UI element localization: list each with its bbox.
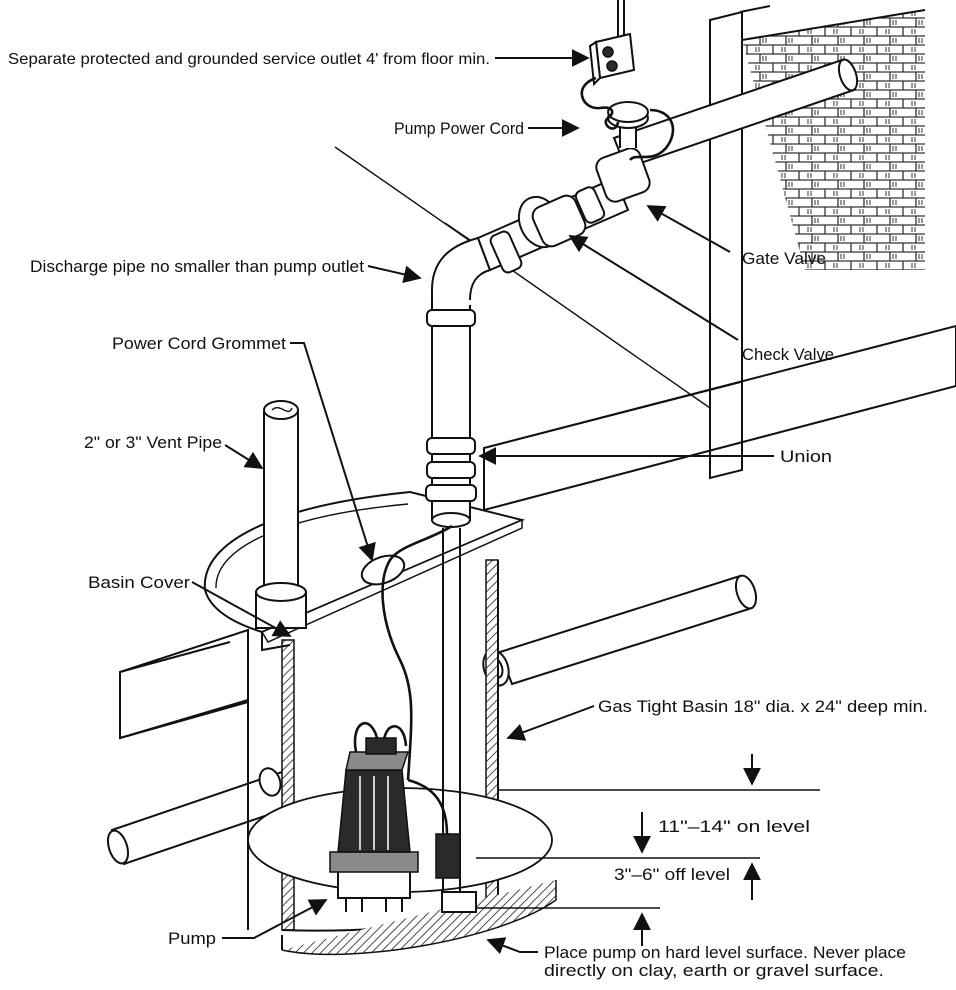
gate-valve-label: Gate Valve <box>742 249 826 268</box>
surface-note-line-2: directly on clay, earth or gravel surfac… <box>544 961 884 980</box>
gas-tight-basin-label: Gas Tight Basin 18" dia. x 24" deep min. <box>598 697 928 716</box>
gate-valve <box>595 101 651 203</box>
union-label: Union <box>780 447 832 466</box>
pump-label: Pump <box>168 929 216 948</box>
vent-pipe <box>255 400 307 629</box>
labels: Separate protected and grounded service … <box>8 51 928 980</box>
basin-cover <box>203 490 526 652</box>
level-markers <box>476 754 820 946</box>
surface-note-line-1: Place pump on hard level surface. Never … <box>544 943 906 962</box>
check-valve-label: Check Valve <box>742 345 834 364</box>
off-level-label: 3"–6" off level <box>614 865 730 884</box>
service-outlet <box>580 0 675 161</box>
on-level-label: 11"–14" on level <box>658 817 810 836</box>
service-outlet-label: Separate protected and grounded service … <box>8 51 490 68</box>
brick-wall <box>741 9 926 270</box>
power-cord-grommet-label: Power Cord Grommet <box>112 334 286 353</box>
vent-pipe-label: 2" or 3" Vent Pipe <box>84 433 222 452</box>
inlet-pipe-right <box>482 574 758 687</box>
pump-power-cord <box>381 524 453 781</box>
check-valve <box>476 176 630 274</box>
basin-cover-label: Basin Cover <box>88 573 190 592</box>
perspective-lines <box>334 146 711 478</box>
discharge-pipe-label: Discharge pipe no smaller than pump outl… <box>30 257 364 276</box>
leader-lines <box>191 49 774 955</box>
sewage-pump <box>329 722 477 913</box>
wall-foundation <box>709 5 771 480</box>
pump-power-cord-label: Pump Power Cord <box>394 119 524 138</box>
